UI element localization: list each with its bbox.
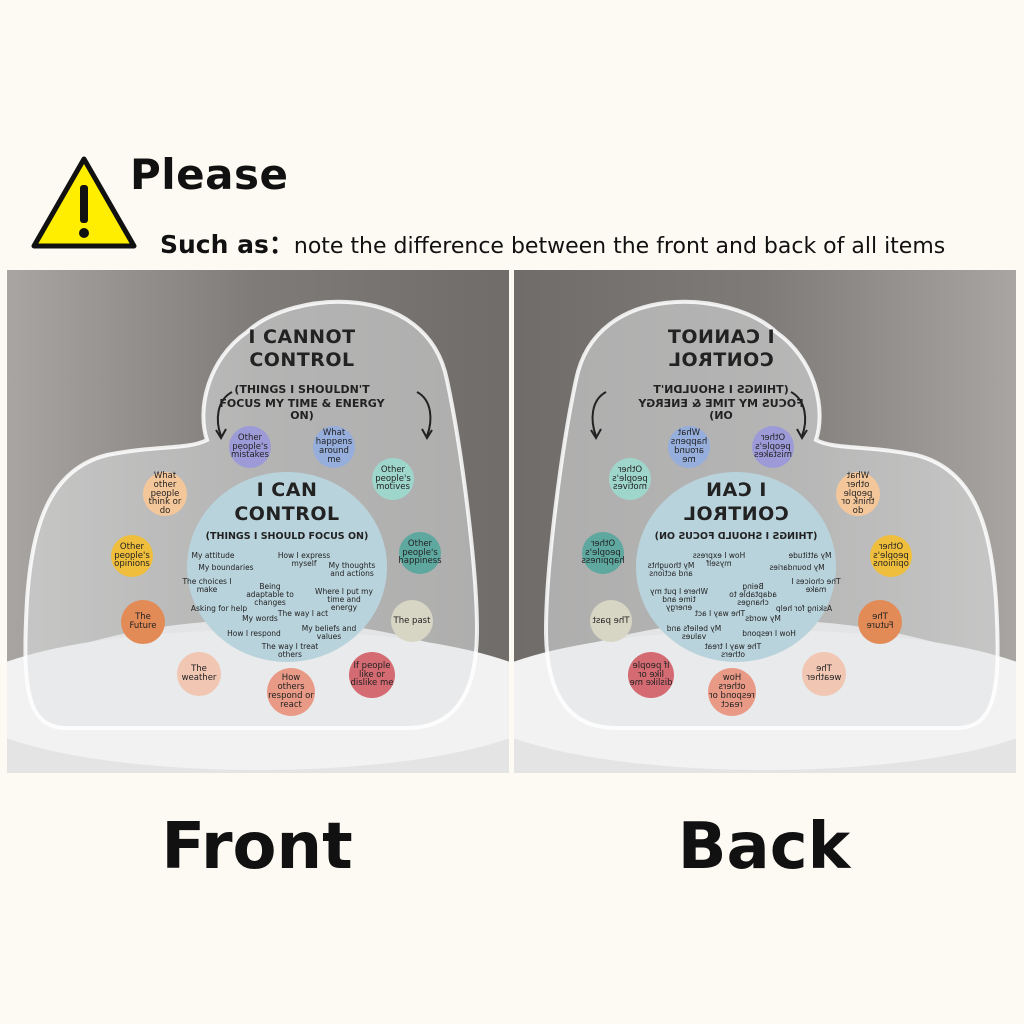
back-bubble: The Future: [858, 600, 902, 644]
back-center-line1: I CAN: [705, 479, 767, 501]
back-center-line2: CONTROL: [683, 503, 789, 525]
front-bubble: Other people's mistakes: [229, 426, 271, 468]
front-center-item: My words: [242, 614, 278, 623]
front-center-item: My boundaries: [198, 563, 254, 572]
back-bubble: Other people's happiness: [581, 532, 625, 574]
front-center-item: How I express myself: [277, 551, 331, 568]
front-sub-line1: (THINGS I SHOULDN'T: [234, 383, 370, 396]
back-bubble: Other people's mistakes: [752, 426, 794, 468]
front-bubble: The weather: [177, 652, 221, 696]
front-center-item: The way I treat others: [261, 642, 319, 659]
front-label: Front: [161, 810, 353, 884]
back-bubble: What other people think or do: [836, 471, 880, 516]
front-sub-line2: FOCUS MY TIME & ENERGY ON): [219, 397, 385, 423]
front-bubble: If people like or dislike me: [349, 652, 395, 698]
back-label: Back: [677, 810, 851, 884]
back-center-item: My attitude: [788, 551, 832, 560]
front-center-line1: I CAN: [256, 479, 318, 501]
front-bubble: The past: [391, 600, 433, 642]
front-center-item: Being adaptable to changes: [246, 582, 294, 607]
back-arrows: [590, 391, 808, 440]
back-center-item: How I respond: [742, 629, 796, 638]
back-bubble: How others respond or react: [708, 668, 756, 716]
front-center-item: My beliefs and values: [301, 624, 357, 641]
back-center-item: My beliefs and values: [666, 624, 722, 641]
front-bubble: Other people's motives: [372, 458, 414, 500]
back-center-item: The way I treat others: [704, 642, 762, 659]
front-arrows: [215, 391, 433, 440]
front-bubble: What happens around me: [313, 426, 355, 468]
front-bubble: How others respond or react: [267, 668, 315, 716]
front-center-item: How I respond: [227, 629, 281, 638]
back-center-item: Asking for help: [775, 604, 833, 613]
back-center-item: The choices I make: [791, 577, 841, 594]
subtitle-text: note the difference between the front an…: [293, 234, 946, 259]
back-center-item: My thoughts and actions: [647, 561, 695, 578]
front-center-item: The way I act: [277, 609, 329, 618]
front-bubble: Other people's happiness: [398, 532, 442, 574]
front-heading-line2: CONTROL: [249, 349, 355, 371]
front-heading-line1: I CANNOT: [248, 326, 356, 348]
front-center-item: Where I put my time and energy: [315, 587, 373, 612]
subtitle-lead: Such as：: [160, 230, 294, 259]
back-center-item: The way I act: [694, 609, 746, 618]
front-bubble: Other people's opinions: [111, 535, 153, 577]
subtitle: Such as：note the difference between the …: [160, 225, 945, 261]
front-center-item: Asking for help: [190, 604, 248, 613]
back-center-sub: (THINGS I SHOULD FOCUS ON): [654, 531, 818, 542]
front-bubble: The Future: [121, 600, 165, 644]
back-bubble: What happens around me: [668, 426, 710, 468]
front-center-item: My attitude: [191, 551, 235, 560]
front-center-circle: [187, 472, 387, 662]
back-bubble: If people like or dislike me: [628, 652, 674, 698]
back-bubble: The past: [590, 600, 632, 642]
front-center-item: My thoughts and actions: [328, 561, 376, 578]
back-center-item: My boundaries: [769, 563, 825, 572]
back-bubble: Other people's opinions: [870, 535, 912, 577]
front-bubble: What other people think or do: [143, 471, 187, 516]
page-title: Please: [130, 150, 289, 199]
warning-icon: [31, 156, 137, 249]
front-center-sub: (THINGS I SHOULD FOCUS ON): [205, 531, 369, 542]
front-center-line2: CONTROL: [234, 503, 340, 525]
back-bubble: The weather: [802, 652, 846, 696]
front-center-item: The choices I make: [182, 577, 232, 594]
back-center-item: Being adaptable to changes: [729, 582, 777, 607]
back-bubble: Other people's motives: [609, 458, 651, 500]
